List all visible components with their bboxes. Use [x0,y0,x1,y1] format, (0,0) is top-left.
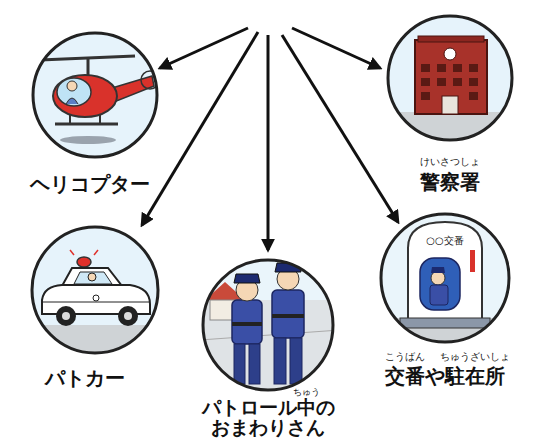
koban-illustration [420,258,460,310]
patrol-car-illustration [88,273,96,281]
police-officers-illustration [200,260,340,390]
vehicle-or-place-node: 交番や駐在所 [385,364,505,388]
helicopter-illustration [53,75,117,117]
furigana: こうばん [385,350,425,364]
koban-sign: ○○交番 [426,234,463,248]
police-station-illustration [380,16,520,142]
vehicle-or-place-node: 警察署 [420,170,480,194]
helicopter-illustration [33,33,157,157]
koban-illustration [380,222,510,348]
vehicle-or-place-node: パトカー [45,366,125,390]
node-label: ヘリコプター [30,172,150,196]
koban-illustration [431,271,445,285]
police-station-illustration [421,64,430,72]
police-officers-illustration [234,274,260,283]
patrol-car-illustration [56,306,76,326]
police-officers-illustration [232,322,262,326]
koban-illustration [430,285,448,305]
pointer-arrow [267,35,270,250]
helicopter-illustration [40,56,159,144]
police-officers-illustration [272,314,304,318]
patrol-car-illustration [30,325,170,355]
police-officers-illustration [234,344,245,384]
pointer-arrow [160,28,248,68]
police-station-illustration [442,96,458,114]
police-station-illustration [469,78,478,86]
helicopter-illustration [67,81,77,91]
helicopter-illustration [57,78,91,106]
patrol-car-illustration [77,257,91,267]
patrol-car-illustration [74,272,112,284]
patrol-car-illustration [30,250,170,355]
furigana: けいさつしょ [420,155,480,169]
police-officers-illustration [200,300,340,390]
police-station-illustration [453,64,462,72]
police-station-illustration [453,78,462,86]
vehicle-or-place-node: ヘリコプター [30,172,150,196]
vehicle-or-place-node: パトロール中の おまわりさん [193,398,343,438]
helicopter-illustration [60,136,116,144]
helicopter-illustration [69,115,71,123]
police-station-illustration [418,36,484,42]
police-officers-illustration [274,338,286,384]
koban-illustration [470,250,475,272]
helicopter-illustration [33,33,159,157]
patrol-car-illustration [118,306,138,326]
police-station-illustration [444,48,456,60]
patrol-car-illustration [124,312,132,320]
pointer-arrow [282,35,398,222]
police-station-illustration [421,64,478,100]
node-label: 警察署 [420,170,480,194]
police-station-illustration [469,64,478,72]
police-station-illustration [469,92,478,100]
helicopter-illustration [99,115,101,123]
police-officers-illustration [203,260,333,390]
police-officers-illustration [200,330,340,340]
pointer-arrow [292,28,380,68]
koban-illustration [400,318,490,328]
police-station-illustration [437,78,446,86]
patrol-car-illustration [62,268,122,286]
police-officers-illustration [232,300,262,344]
police-station-illustration [437,64,446,72]
koban-illustration [431,267,445,273]
patrol-car-illustration [70,250,74,255]
koban-illustration [381,214,509,342]
helicopter-illustration [55,123,118,126]
helicopter-illustration [66,98,78,104]
police-station-illustration [388,16,512,140]
police-officers-illustration [249,344,260,384]
node-label: パトロール中の おまわりさん [193,398,343,438]
patrol-car-illustration [94,250,98,255]
patrol-car-illustration [32,227,158,353]
police-station-illustration [421,92,430,100]
node-label: パトカー [45,366,125,390]
police-station-illustration [415,40,487,114]
koban-illustration [408,222,482,320]
furigana: ちゅう [293,386,320,399]
koban-illustration [380,214,510,348]
police-station-illustration [380,36,520,142]
furigana: ちゅうざいしょ [440,350,510,364]
patrol-car-illustration [42,302,150,303]
pointer-arrow [142,32,258,225]
police-station-illustration [421,78,430,86]
koban-illustration [381,214,509,342]
helicopter-illustration [87,58,90,75]
patrol-car-illustration [93,295,99,301]
node-label: 交番や駐在所 [385,364,505,388]
helicopter-illustration [33,33,157,157]
police-officers-illustration [290,338,302,384]
patrol-car-illustration [62,312,70,320]
patrol-car-illustration [30,227,170,355]
police-officers-illustration [272,290,304,338]
